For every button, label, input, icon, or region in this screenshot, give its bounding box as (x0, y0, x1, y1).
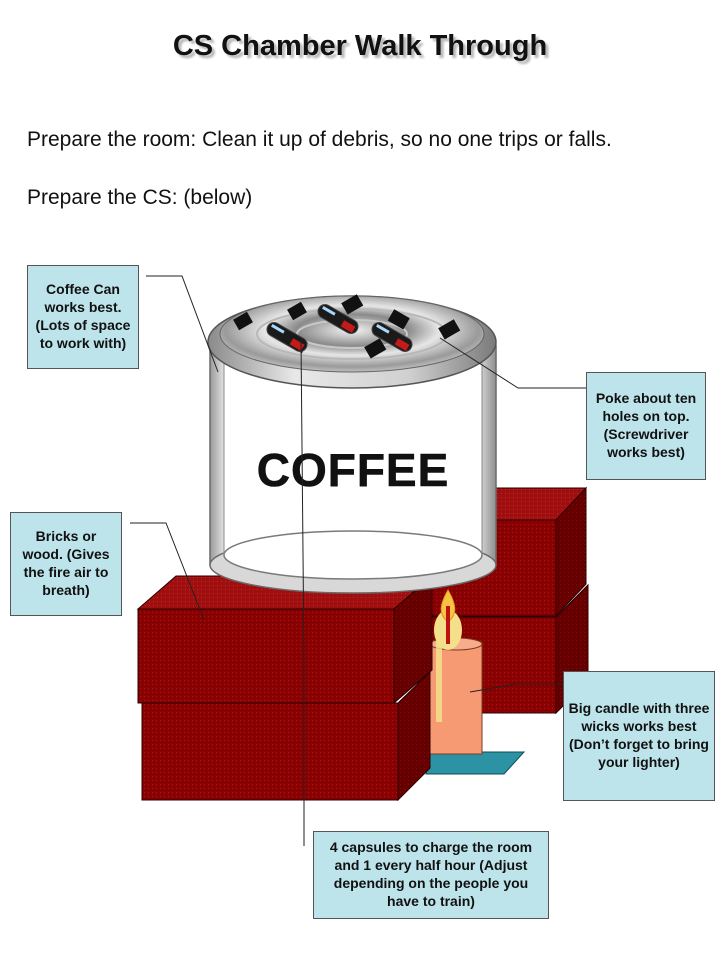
leader-coffee-can (146, 275, 219, 373)
can-label: COFFEE (257, 444, 450, 496)
lid-hole (438, 319, 461, 340)
capsule (317, 304, 359, 334)
page-title: CS Chamber Walk Through (172, 30, 548, 62)
intro-cs: Prepare the CS: (below) (27, 186, 253, 209)
intro-room: Prepare the room: Clean it up of debris,… (27, 128, 612, 151)
lid-hole (387, 309, 410, 330)
lid-hole (233, 311, 253, 331)
leader-capsules (300, 339, 305, 846)
leader-candle (469, 683, 564, 693)
callout-coffee-can: Coffee Can works best. (Lots of space to… (27, 265, 139, 369)
callout-holes: Poke about ten holes on top. (Screwdrive… (586, 372, 706, 480)
callout-capsules: 4 capsules to charge the room and 1 ever… (313, 831, 549, 919)
candle-tray (425, 751, 526, 775)
leader-holes (439, 337, 586, 389)
capsule (371, 322, 413, 352)
lid-hole (364, 338, 387, 359)
callout-candle: Big candle with three wicks works best (… (563, 671, 715, 801)
brick-left-upper (136, 574, 434, 705)
lid-hole (287, 301, 307, 321)
coffee-can (207, 295, 497, 594)
leader-bricks (130, 522, 205, 621)
candle (429, 588, 483, 755)
callout-bricks: Bricks or wood. (Gives the fire air to b… (10, 512, 122, 616)
leader-lines (130, 275, 586, 846)
brick-left-lower (141, 670, 431, 802)
lid-hole (341, 294, 364, 315)
